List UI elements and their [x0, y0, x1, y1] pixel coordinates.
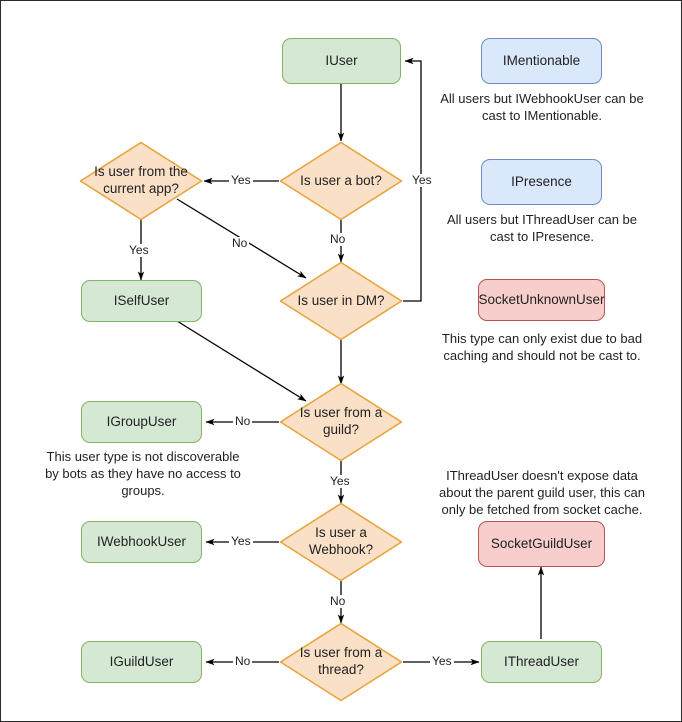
node-socketunknownuser[interactable]: SocketUnknownUser	[478, 279, 605, 321]
edge-label-bot-yes: Yes	[229, 173, 253, 188]
decision-is-current-app[interactable]: Is user from the current app?	[79, 141, 203, 221]
note-ipresence: All users but IThreadUser can be cast to…	[446, 212, 638, 244]
node-iselfuser[interactable]: ISelfUser	[81, 280, 202, 322]
node-socketunknownuser-label: SocketUnknownUser	[478, 291, 605, 307]
node-ithreaduser-label: IThreadUser	[503, 653, 580, 669]
decision-is-dm[interactable]: Is user in DM?	[279, 261, 403, 341]
node-iguilduser[interactable]: IGuildUser	[81, 641, 202, 683]
decision-is-guild-label: Is user from a guild?	[299, 405, 383, 437]
diamond-shape	[279, 382, 403, 462]
edge-label-current-app-no: No	[230, 236, 250, 251]
node-ipresence[interactable]: IPresence	[481, 159, 602, 205]
decision-is-dm-label: Is user in DM?	[297, 292, 385, 308]
edge-label-webhook-no: No	[328, 594, 348, 609]
edge-label-webhook-yes: Yes	[229, 534, 253, 549]
node-iselfuser-label: ISelfUser	[113, 292, 170, 308]
node-iuser[interactable]: IUser	[282, 38, 401, 84]
edge-label-dm-yes: Yes	[410, 173, 434, 188]
note-socketguilduser: IThreadUser doesn't expose data about th…	[439, 468, 645, 517]
node-iuser-label: IUser	[325, 52, 358, 68]
decision-is-current-app-label: Is user from the current app?	[94, 164, 188, 196]
node-imentionable-label: IMentionable	[502, 52, 581, 68]
edge-label-thread-no: No	[233, 654, 253, 669]
decision-is-webhook-label: Is user a Webhook?	[308, 525, 374, 557]
node-iwebhookuser[interactable]: IWebhookUser	[81, 521, 202, 563]
note-imentionable: All users but IWebhookUser can be cast t…	[440, 91, 644, 123]
diamond-shape	[279, 141, 403, 221]
node-iguilduser-label: IGuildUser	[109, 653, 174, 669]
decision-is-bot[interactable]: Is user a bot?	[279, 141, 403, 221]
decision-is-guild[interactable]: Is user from a guild?	[279, 382, 403, 462]
node-imentionable[interactable]: IMentionable	[481, 38, 602, 84]
diamond-shape	[279, 261, 403, 341]
note-socketunknownuser: This type can only exist due to bad cach…	[441, 331, 643, 363]
decision-is-webhook[interactable]: Is user a Webhook?	[279, 502, 403, 582]
diamond-shape	[279, 622, 403, 702]
edge-label-guild-no: No	[233, 414, 253, 429]
edge-label-bot-no: No	[328, 232, 348, 247]
diamond-shape	[279, 502, 403, 582]
decision-is-thread[interactable]: Is user from a thread?	[279, 622, 403, 702]
node-ithreaduser[interactable]: IThreadUser	[481, 641, 602, 683]
edge-label-current-app-yes: Yes	[127, 243, 151, 258]
node-iwebhookuser-label: IWebhookUser	[96, 533, 187, 549]
note-igroupuser: This user type is not discoverable by bo…	[45, 449, 241, 498]
node-igroupuser-label: IGroupUser	[106, 413, 177, 429]
node-socketguilduser[interactable]: SocketGuildUser	[478, 521, 605, 567]
node-igroupuser[interactable]: IGroupUser	[81, 401, 202, 443]
decision-is-bot-label: Is user a bot?	[300, 172, 382, 188]
decision-is-thread-label: Is user from a thread?	[299, 645, 383, 677]
node-ipresence-label: IPresence	[511, 173, 572, 189]
edge-label-thread-yes: Yes	[430, 654, 454, 669]
node-socketguilduser-label: SocketGuildUser	[490, 535, 593, 551]
edge-label-guild-yes: Yes	[328, 474, 352, 489]
